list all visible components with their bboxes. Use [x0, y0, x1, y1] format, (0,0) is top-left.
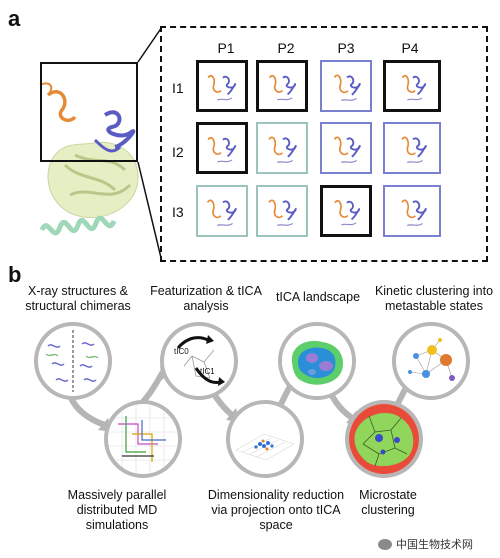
column-header-p1: P1 [217, 40, 235, 56]
featurization-circle: tIC0 tIC1 [160, 322, 238, 400]
cell-structure [333, 74, 361, 101]
watermark: 中国生物技术网 [378, 536, 473, 552]
panel-a-letter: a [8, 6, 21, 31]
column-header-p2: P2 [277, 40, 295, 56]
row-header-i1: I1 [172, 80, 184, 96]
cell-structure [207, 136, 237, 163]
cell-structure [268, 136, 297, 163]
xray-structures-circle [34, 322, 112, 400]
cell-structure [334, 199, 361, 226]
step-tica-landscape-label: tICA landscape [275, 290, 361, 304]
watermark-text: 中国生物技术网 [396, 539, 473, 551]
grid-cell [383, 60, 441, 112]
cell-structure [401, 199, 427, 226]
grid-cell [320, 185, 372, 237]
cell-structure [333, 136, 361, 163]
cell-structure [206, 199, 237, 226]
step-xray-label: X-ray structures & structural chimeras [25, 284, 131, 313]
grid-cell [196, 122, 248, 174]
grid-cell [320, 122, 372, 174]
step-featurization-label: Featurization & tICA analysis [150, 284, 262, 313]
grid-cell [256, 122, 308, 174]
step-kinetic-label: Kinetic clustering into metastable state… [374, 284, 494, 313]
tica-landscape-circle [278, 322, 356, 400]
md-simulations-circle [104, 400, 182, 478]
grid-cell [196, 185, 248, 237]
grid-cell [383, 122, 441, 174]
grid-cell [383, 185, 441, 237]
cell-structure [401, 136, 427, 163]
zoom-inset-box [40, 62, 138, 162]
cell-structure [401, 74, 427, 101]
row-header-i2: I2 [172, 144, 184, 160]
grid-cell [196, 60, 248, 112]
column-header-p3: P3 [337, 40, 355, 56]
row-header-i3: I3 [172, 204, 184, 220]
dashed-grid-container [160, 26, 488, 262]
kinetic-clustering-circle [392, 322, 470, 400]
grid-cell [256, 60, 308, 112]
step-dimred-label: Dimensionality reduction via projection … [207, 488, 345, 532]
grid-cell [256, 185, 308, 237]
cell-structure [207, 74, 237, 101]
zoom-connector-lines [137, 26, 163, 263]
step-microstate-label: Microstate clustering [359, 488, 417, 517]
panel-b-letter: b [8, 262, 22, 287]
step-md-label: Massively parallel distributed MD simula… [67, 488, 167, 532]
wechat-icon [378, 538, 392, 550]
tic0-label: tIC0 [174, 347, 189, 356]
cell-structure [268, 199, 297, 226]
grid-cell [320, 60, 372, 112]
microstate-circle [345, 400, 423, 478]
cell-structure [268, 74, 297, 101]
tic1-label: tIC1 [200, 367, 215, 376]
column-header-p4: P4 [401, 40, 419, 56]
projection-circle [226, 400, 304, 478]
